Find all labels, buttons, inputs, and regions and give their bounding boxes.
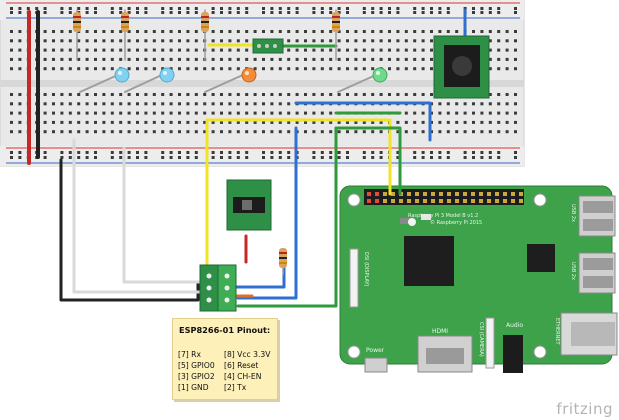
pin-label: [6] Reset (224, 361, 259, 370)
pin-label: [4] CH-EN (224, 372, 262, 381)
slide-switch (226, 179, 272, 231)
board-labels: Raspberry Pi 3 Model B v1.2 © Raspberry … (363, 204, 576, 357)
note-title: ESP8266-01 Pinout: (179, 325, 271, 335)
board-model-label: Raspberry Pi 3 Model B v1.2 (408, 213, 478, 219)
audio-label: Audio (506, 322, 523, 329)
pin-label: [7] Rx (178, 350, 201, 359)
fritzing-brand: fritzing (556, 400, 613, 418)
leds (114, 67, 388, 83)
pin-label: [1] GND (178, 383, 209, 392)
note-row: [1] GND [2] Tx (178, 383, 246, 392)
raspberry-logo (408, 218, 416, 226)
usb-label-1: USB 2x (570, 204, 576, 222)
esp-pinout-note: ESP8266-01 Pinout: [7] Rx [8] Vcc 3.3V [5… (172, 318, 278, 400)
push-button (433, 35, 490, 99)
power-label: Power (366, 347, 385, 354)
hdmi-label: HDMI (432, 328, 448, 335)
note-row: [5] GPIO0 [6] Reset (178, 361, 258, 370)
dsi-label: DSI (DISPLAY) (363, 252, 369, 287)
wires (27, 8, 467, 308)
resistors (73, 12, 340, 268)
ethernet-label: ETHERNET (554, 318, 560, 346)
usb-label-2: USB 2x (570, 262, 576, 280)
note-row: [7] Rx [8] Vcc 3.3V (178, 350, 270, 359)
pin-label: [2] Tx (224, 383, 247, 392)
header-module (252, 38, 284, 54)
pin-label: [5] GPIO0 (178, 361, 215, 370)
esp8266-connector (199, 264, 237, 312)
raspberry-pi-board (339, 185, 618, 373)
pin-label: [3] GPIO2 (178, 372, 215, 381)
pin-label: [8] Vcc 3.3V (224, 350, 271, 359)
board-copyright-label: © Raspberry Pi 2015 (430, 219, 482, 226)
note-row: [3] GPIO2 [4] CH-EN (178, 372, 261, 381)
csi-label: CSI (CAMERA) (478, 322, 484, 357)
